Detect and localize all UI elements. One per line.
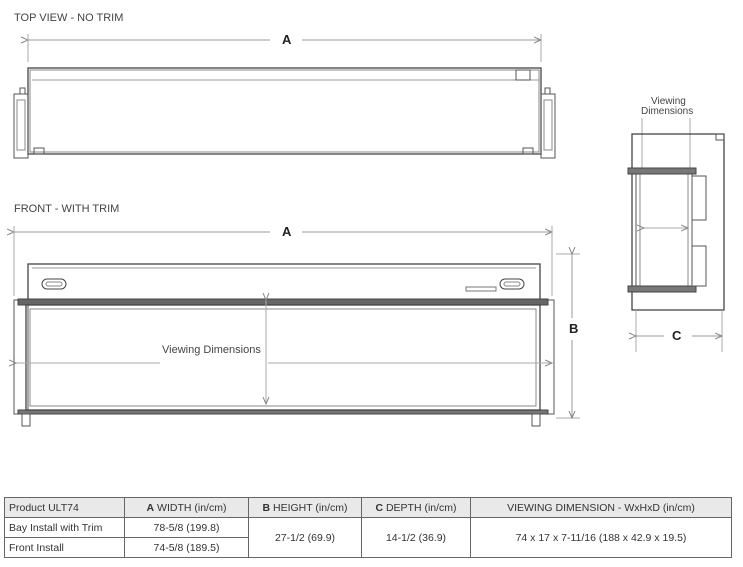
front-dimension-b: B (565, 321, 583, 336)
top-dimension-a: A (278, 32, 296, 47)
table-header-row: Product ULT74 A WIDTH (in/cm) B HEIGHT (… (4, 497, 732, 518)
header-height: B HEIGHT (in/cm) (248, 497, 362, 518)
row-width: 74-5/8 (189.5) (124, 537, 249, 558)
front-view-drawing (14, 226, 580, 427)
row-width: 78-5/8 (199.8) (124, 517, 249, 538)
header-product: Product ULT74 (4, 497, 125, 518)
depth-value: 14-1/2 (36.9) (361, 517, 471, 558)
technical-drawing (0, 34, 725, 427)
header-width: A WIDTH (in/cm) (124, 497, 249, 518)
top-view-drawing (13, 34, 556, 159)
table-row: Bay Install with Trim 78-5/8 (199.8) 27-… (4, 517, 732, 558)
header-viewing: VIEWING DIMENSION - WxHxD (in/cm) (470, 497, 732, 518)
viewing-value: 74 x 17 x 7-11/16 (188 x 42.9 x 19.5) (470, 517, 732, 558)
front-view-label: FRONT - WITH TRIM (14, 203, 120, 215)
row-name: Bay Install with Trim (4, 517, 125, 538)
row-name: Front Install (4, 537, 125, 558)
front-viewing-dimensions-label: Viewing Dimensions (162, 344, 261, 356)
side-viewing-label-line2: Dimensions (641, 106, 694, 117)
side-view-drawing (627, 118, 725, 352)
table-row: Front Install 74-5/8 (189.5) (4, 537, 732, 558)
side-viewing-label-line1: Viewing (651, 96, 686, 107)
front-dimension-a: A (278, 224, 296, 239)
header-depth: C DEPTH (in/cm) (361, 497, 471, 518)
top-view-label: TOP VIEW - NO TRIM (14, 12, 124, 24)
specifications-table: Product ULT74 A WIDTH (in/cm) B HEIGHT (… (4, 497, 732, 558)
side-dimension-c: C (668, 328, 686, 343)
height-value: 27-1/2 (69.9) (248, 517, 362, 558)
